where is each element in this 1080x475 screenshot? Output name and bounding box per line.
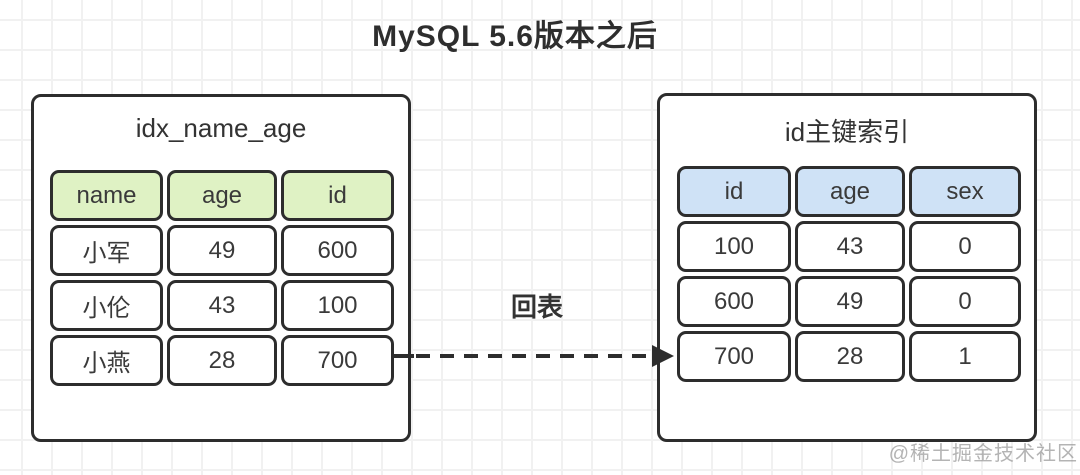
primary-index-box: id主键索引 id age sex 100 43 0 600 49 0 700 … [657,93,1037,442]
secondary-index-box: idx_name_age name age id 小军 49 600 小伦 43… [31,94,411,442]
left-header-id: id [281,170,394,221]
left-cell-r2-age: 43 [167,280,277,331]
right-cell-r3-age: 28 [795,331,905,382]
right-header-sex: sex [909,166,1021,217]
left-cell-r1-id: 600 [281,225,394,276]
left-cell-r3-id: 700 [281,335,394,386]
left-cell-r2-name: 小伦 [50,280,163,331]
left-cell-r2-id: 100 [281,280,394,331]
right-cell-r1-sex: 0 [909,221,1021,272]
right-cell-r2-age: 49 [795,276,905,327]
right-cell-r2-sex: 0 [909,276,1021,327]
right-cell-r3-sex: 1 [909,331,1021,382]
right-header-age: age [795,166,905,217]
watermark-text: @稀土掘金技术社区 [888,443,1078,465]
primary-index-table: id age sex 100 43 0 600 49 0 700 28 1 [677,166,1021,382]
diagram-title: MySQL 5.6版本之后 [372,20,658,53]
right-cell-r1-id: 100 [677,221,791,272]
left-header-age: age [167,170,277,221]
left-cell-r1-name: 小军 [50,225,163,276]
right-cell-r2-id: 600 [677,276,791,327]
primary-index-title: id主键索引 [784,117,910,147]
left-cell-r1-age: 49 [167,225,277,276]
back-to-table-label: 回表 [510,292,563,322]
left-cell-r3-name: 小燕 [50,335,163,386]
right-cell-r3-id: 700 [677,331,791,382]
dashed-arrow-icon [394,345,674,367]
secondary-index-table: name age id 小军 49 600 小伦 43 100 小燕 28 70… [50,170,394,386]
secondary-index-title: idx_name_age [135,113,307,143]
right-cell-r1-age: 43 [795,221,905,272]
right-header-id: id [677,166,791,217]
left-cell-r3-age: 28 [167,335,277,386]
left-header-name: name [50,170,163,221]
